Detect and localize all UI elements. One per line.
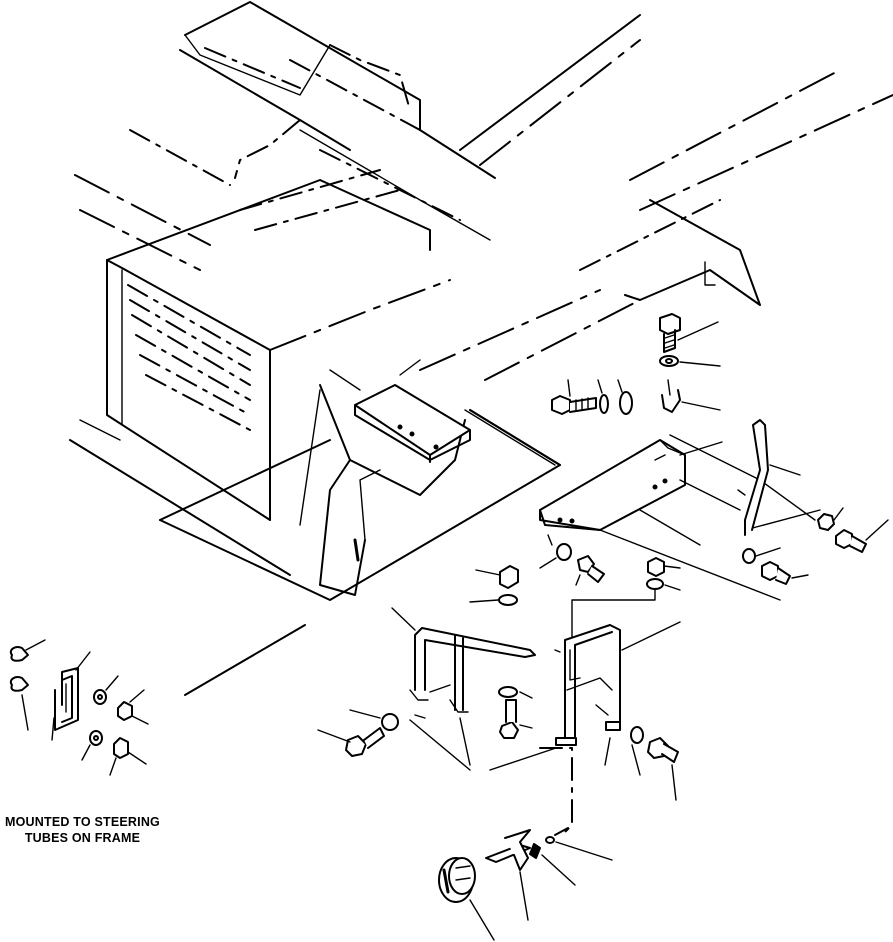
floor-plate bbox=[159, 359, 561, 601]
steering-column-pedestal bbox=[319, 384, 556, 596]
caption-line-2: TUBES ON FRAME bbox=[24, 831, 141, 845]
right-u-bracket bbox=[489, 621, 681, 833]
side-detail-clips bbox=[9, 639, 149, 776]
left-u-bracket bbox=[317, 607, 536, 771]
engine-housing bbox=[69, 169, 451, 696]
control-knob-assembly bbox=[438, 827, 613, 941]
control-rod-right bbox=[737, 419, 889, 585]
mounting-bracket bbox=[539, 434, 821, 601]
caption-line-1: MOUNTED TO STEERING bbox=[5, 815, 160, 829]
lower-hardware bbox=[469, 534, 681, 641]
machine-frame bbox=[74, 1, 893, 381]
upper-hardware bbox=[551, 313, 723, 456]
caption-note: MOUNTED TO STEERING TUBES ON FRAME bbox=[0, 814, 165, 846]
